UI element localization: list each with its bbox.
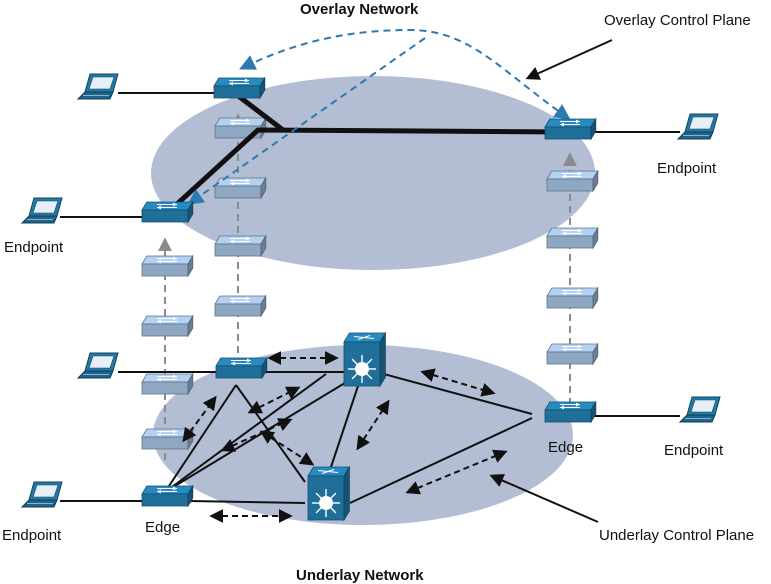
endpoint-label-right-overlay: Endpoint xyxy=(657,160,717,177)
overlay-network-title: Overlay Network xyxy=(300,1,419,18)
laptop-icon xyxy=(76,352,119,379)
ghost-switches xyxy=(141,116,599,451)
overlay-switch-top-left-icon xyxy=(213,76,266,100)
ghost-switch-icon xyxy=(546,169,599,193)
endpoint-label-right-underlay: Endpoint xyxy=(664,442,724,459)
ghost-switch-icon xyxy=(141,372,194,396)
endpoint-label-left-underlay: Endpoint xyxy=(2,527,62,544)
ghost-switch-icon xyxy=(214,176,267,200)
active-switches xyxy=(141,76,597,508)
core-switch-top-icon xyxy=(343,331,387,388)
edge-label-left: Edge xyxy=(145,519,181,536)
laptop-icon xyxy=(678,396,721,423)
edge-switch-right-icon xyxy=(544,400,597,424)
core-switches xyxy=(307,331,387,522)
ghost-switch-icon xyxy=(214,294,267,318)
laptop-icon xyxy=(76,73,119,100)
edge-label-right: Edge xyxy=(548,439,584,456)
underlay-links xyxy=(164,371,533,504)
laptop-icon xyxy=(676,113,719,140)
ghost-switch-icon xyxy=(546,286,599,310)
ghost-switch-icon xyxy=(141,314,194,338)
endpoint-links xyxy=(60,92,680,502)
endpoint-laptops xyxy=(20,73,721,508)
ghost-switch-icon xyxy=(546,342,599,366)
callout-leaders xyxy=(489,39,613,523)
ghost-switch-icon xyxy=(546,226,599,250)
overlay-switch-left-icon xyxy=(141,200,194,224)
underlay-control-arrows xyxy=(182,351,508,523)
overlay-control-plane-label: Overlay Control Plane xyxy=(604,12,751,29)
core-switch-bottom-icon xyxy=(307,465,351,522)
underlay-network-title: Underlay Network xyxy=(296,567,424,584)
underlay-control-plane-label: Underlay Control Plane xyxy=(599,527,755,544)
ghost-switch-icon xyxy=(141,254,194,278)
laptop-icon xyxy=(20,481,63,508)
edge-switch-left-icon xyxy=(141,484,194,508)
overlay-switch-right-icon xyxy=(544,117,597,141)
laptop-icon xyxy=(20,197,63,224)
overlay-control-arrows xyxy=(187,28,571,205)
underlay-switch-access-icon xyxy=(215,356,268,380)
ghost-switch-icon xyxy=(214,234,267,258)
endpoint-label-left-overlay: Endpoint xyxy=(4,239,64,256)
